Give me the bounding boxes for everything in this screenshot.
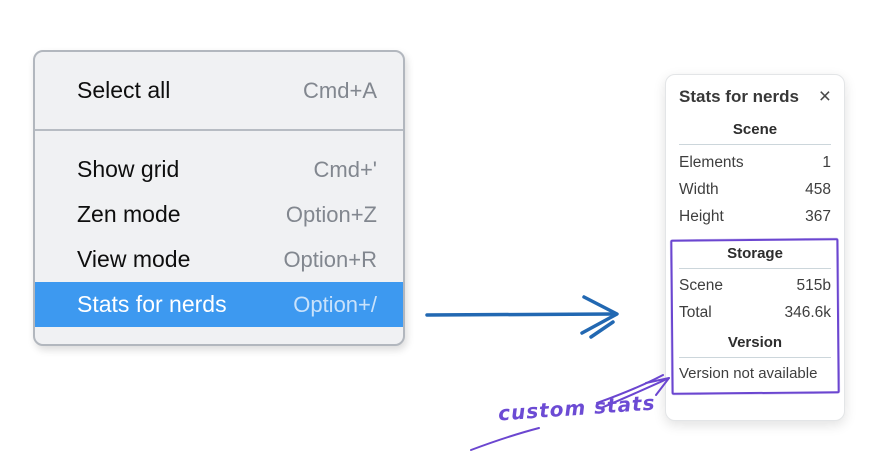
stat-value: 346.6k — [784, 304, 831, 321]
menu-item-label: View mode — [77, 246, 191, 272]
menu-item-show-grid[interactable]: Show grid Cmd+' — [35, 147, 403, 192]
stat-value: 1 — [822, 154, 831, 171]
context-menu: Select all Cmd+A Show grid Cmd+' Zen mod… — [33, 50, 405, 346]
stat-label: Scene — [679, 277, 723, 294]
scene-heading: Scene — [732, 121, 778, 138]
menu-item-shortcut: Option+Z — [285, 201, 377, 227]
menu-item-stats-for-nerds[interactable]: Stats for nerds Option+/ — [35, 282, 403, 327]
section-divider — [679, 144, 831, 145]
stats-panel-header: Stats for nerds × — [679, 85, 831, 108]
menu-item-select-all[interactable]: Select all Cmd+A — [35, 68, 403, 113]
stat-value: 458 — [805, 181, 831, 198]
stat-label: Elements — [679, 154, 744, 171]
stat-row-elements: Elements 1 — [679, 149, 831, 176]
stat-label: Height — [679, 208, 724, 225]
stat-label: Total — [679, 304, 712, 321]
menu-item-shortcut: Option+/ — [293, 291, 377, 317]
close-icon[interactable]: × — [818, 85, 831, 108]
section-divider — [679, 357, 831, 358]
menu-item-zen-mode[interactable]: Zen mode Option+Z — [35, 192, 403, 237]
stat-value: 515b — [796, 277, 831, 294]
stats-panel: Stats for nerds × Scene Elements 1 Width… — [665, 74, 845, 421]
menu-item-shortcut: Option+R — [283, 246, 377, 272]
custom-stats-group: Storage Scene 515b Total 346.6k Version … — [670, 238, 840, 395]
stat-row-height: Height 367 — [679, 203, 831, 230]
stats-panel-title: Stats for nerds — [679, 87, 799, 106]
stat-label: Width — [679, 181, 719, 198]
menu-item-label: Stats for nerds — [77, 291, 227, 317]
menu-item-label: Select all — [77, 77, 171, 103]
version-note: Version not available — [679, 365, 818, 382]
menu-item-view-mode[interactable]: View mode Option+R — [35, 237, 403, 282]
section-divider — [679, 268, 831, 269]
menu-item-label: Zen mode — [77, 201, 181, 227]
flow-arrow — [425, 295, 619, 339]
stat-value: 367 — [805, 208, 831, 225]
scene-section: Scene Elements 1 Width 458 Height 367 — [679, 121, 831, 230]
stat-row-scene-storage: Scene 515b — [679, 272, 831, 299]
storage-heading: Storage — [727, 245, 783, 262]
version-heading: Version — [727, 334, 783, 351]
stat-row-width: Width 458 — [679, 176, 831, 203]
menu-item-shortcut: Cmd+A — [303, 77, 377, 103]
menu-item-shortcut: Cmd+' — [313, 156, 378, 182]
stat-row-total-storage: Total 346.6k — [679, 299, 831, 326]
menu-item-label: Show grid — [77, 156, 180, 182]
menu-separator — [35, 129, 403, 131]
custom-stats-label: custom stats — [497, 390, 657, 426]
